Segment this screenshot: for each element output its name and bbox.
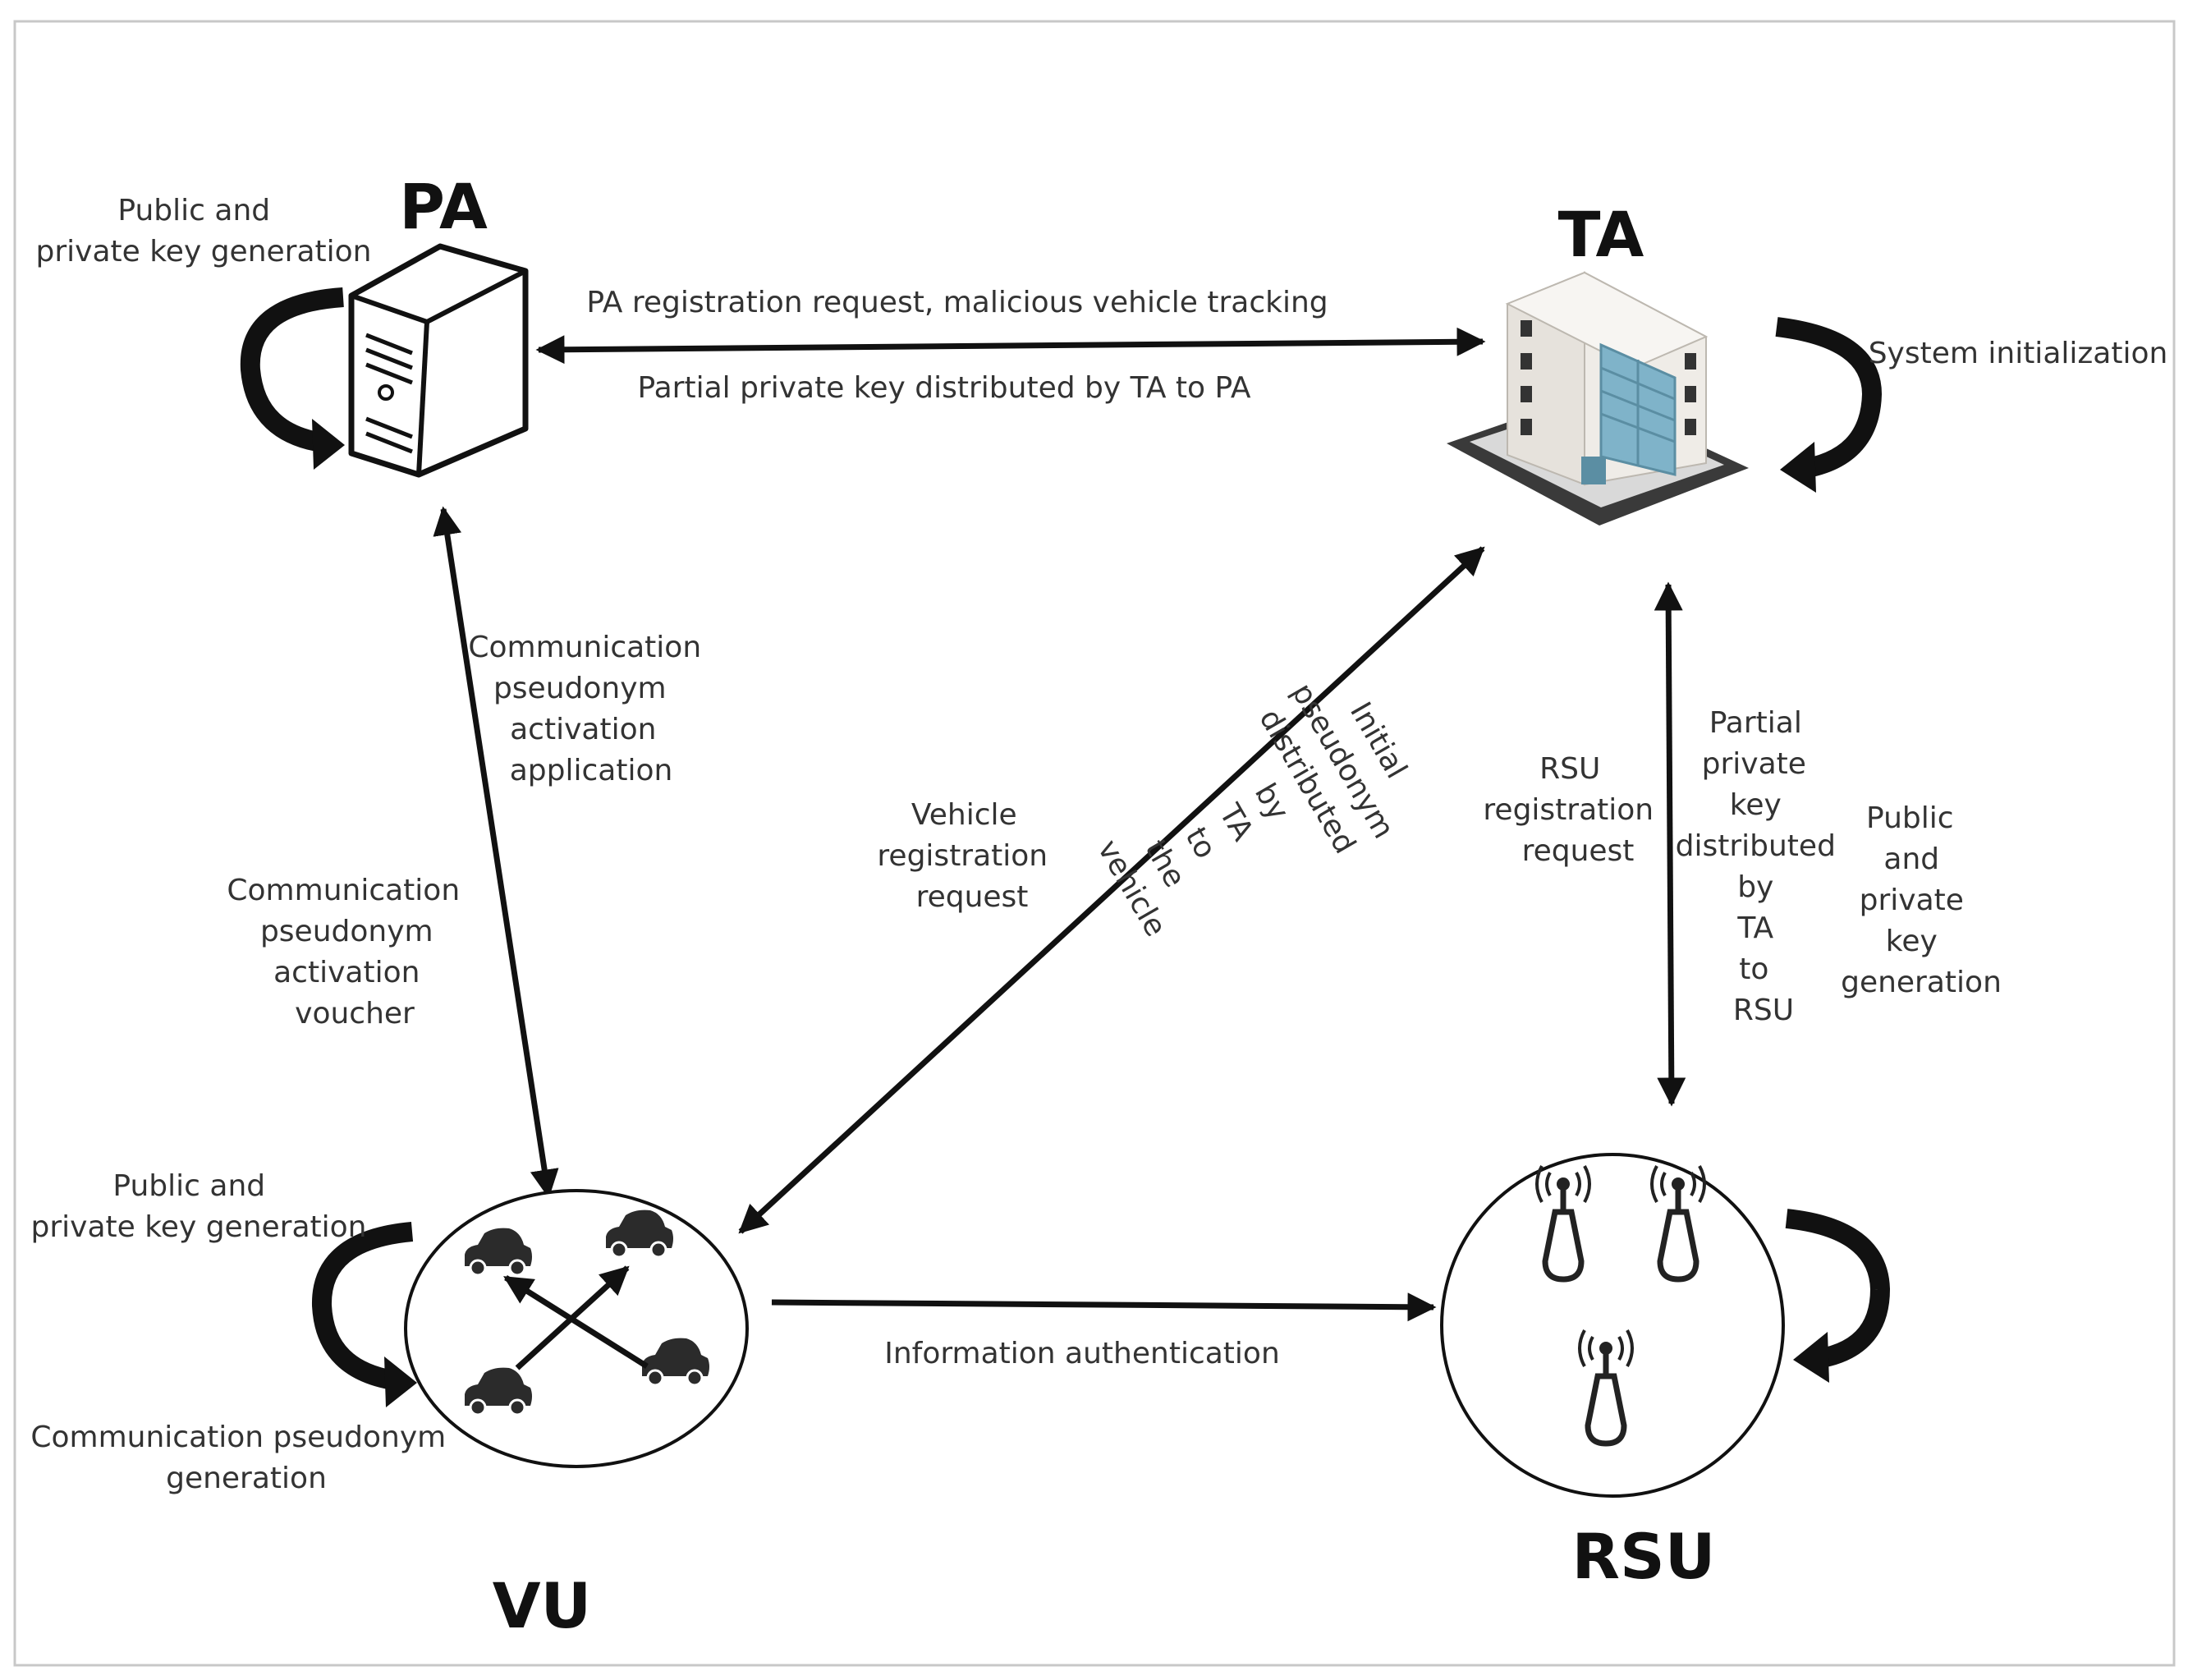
pa-vu-left-line-2: pseudonym: [260, 915, 433, 948]
vu-title: VU: [493, 1569, 592, 1642]
rsu-reg-label: RSU registration request: [1483, 752, 1663, 868]
ta-init-label: System initialization: [1869, 337, 2168, 370]
rsu-reg-line-2: registration: [1483, 793, 1654, 827]
rsu-keygen-label: Public and private key generation: [1841, 801, 2002, 999]
cycle-arrow-icon: [311, 1222, 417, 1407]
rsu-reg-line-1: RSU: [1539, 752, 1600, 786]
vehicle-reg-label: Vehicle registration request: [877, 798, 1057, 914]
rsu-partial-key-line-5: by: [1737, 870, 1773, 904]
building-icon: [1447, 271, 1749, 526]
rsu-partial-key-line-2: private: [1702, 747, 1806, 781]
vu-pseudonym-gen-label: Communication pseudonym generation: [30, 1421, 455, 1495]
rsu-partial-key-line-3: key: [1730, 788, 1782, 822]
cycle-arrow-icon: [1785, 1209, 1891, 1383]
initial-pseudonym-line-4: by: [1248, 778, 1296, 826]
rsu-keygen-line-1: Public: [1866, 801, 1954, 835]
vu-keygen-line-2: private key generation: [31, 1210, 367, 1244]
rsu-keygen-line-3: private: [1860, 884, 1964, 917]
initial-pseudonym-label: Initial pseudonym distributed by TA to t…: [1071, 657, 1441, 975]
server-icon: [348, 243, 529, 478]
pa-vu-left-line-4: voucher: [295, 997, 415, 1030]
pa-keygen-label: Public and private key generation: [36, 194, 372, 269]
pa-vu-right-label: Communication pseudonym activation appli…: [468, 631, 710, 787]
pa-vu-left-line-3: activation: [273, 956, 420, 989]
pa-vu-left-label: Communication pseudonym activation vouch…: [227, 874, 469, 1030]
rsu-partial-key-line-1: Partial: [1709, 706, 1802, 740]
ta-title: TA: [1558, 198, 1644, 271]
vu-internal-arrow-2: [503, 1275, 649, 1369]
pa-vu-left-line-1: Communication: [227, 874, 460, 907]
initial-pseudonym-line-6: to: [1178, 822, 1222, 865]
pa-ta-top-label: PA registration request, malicious vehic…: [586, 286, 1328, 319]
rsu-partial-key-line-6: TA: [1736, 911, 1773, 945]
vu-keygen-label: Public and private key generation: [31, 1169, 367, 1244]
rsu-partial-key-line-7: to: [1739, 952, 1768, 986]
vehicle-reg-line-2: registration: [877, 839, 1048, 873]
pa-vu-right-line-4: application: [510, 754, 673, 787]
pa-title: PA: [399, 170, 488, 243]
rsu-reg-line-3: request: [1522, 834, 1635, 868]
vu-ta-arrow: [738, 546, 1485, 1234]
pa-vu-right-line-3: activation: [510, 713, 656, 746]
rsu-partial-key-label: Partial private key distributed by TA to…: [1676, 706, 1846, 1027]
pa-ta-arrow: [535, 327, 1486, 365]
rsu-keygen-line-2: and: [1883, 842, 1939, 876]
vehicle-reg-line-3: request: [916, 880, 1029, 914]
pa-vu-arrow: [433, 506, 559, 1199]
vu-pseudonym-gen-line-1: Communication pseudonym: [30, 1421, 446, 1454]
vu-circle: [404, 1189, 749, 1468]
rsu-partial-key-line-8: RSU: [1733, 994, 1794, 1027]
vehicle-reg-line-1: Vehicle: [911, 798, 1017, 832]
rsu-title: RSU: [1572, 1520, 1716, 1593]
rsu-partial-key-line-4: distributed: [1676, 829, 1836, 863]
rsu-keygen-line-5: generation: [1841, 966, 2002, 999]
pa-vu-right-line-1: Communication: [468, 631, 701, 664]
pa-vu-right-line-2: pseudonym: [493, 672, 667, 705]
vu-keygen-line-1: Public and: [112, 1169, 265, 1203]
ta-rsu-arrow: [1654, 581, 1686, 1107]
cycle-arrow-icon: [240, 287, 345, 470]
cycle-arrow-icon: [1775, 317, 1883, 493]
rsu-keygen-line-4: key: [1886, 925, 1938, 958]
vu-pseudonym-gen-line-2: generation: [166, 1462, 327, 1495]
rsu-circle: [1440, 1153, 1785, 1498]
outer-frame: [13, 20, 2176, 1667]
pa-keygen-line-1: Public and: [117, 194, 270, 227]
pa-keygen-line-2: private key generation: [36, 235, 372, 269]
info-auth-label: Information authentication: [884, 1337, 1280, 1370]
pa-ta-bottom-label: Partial private key distributed by TA to…: [638, 371, 1251, 405]
vu-rsu-arrow: [771, 1292, 1437, 1322]
initial-pseudonym-line-5: TA: [1212, 798, 1259, 847]
